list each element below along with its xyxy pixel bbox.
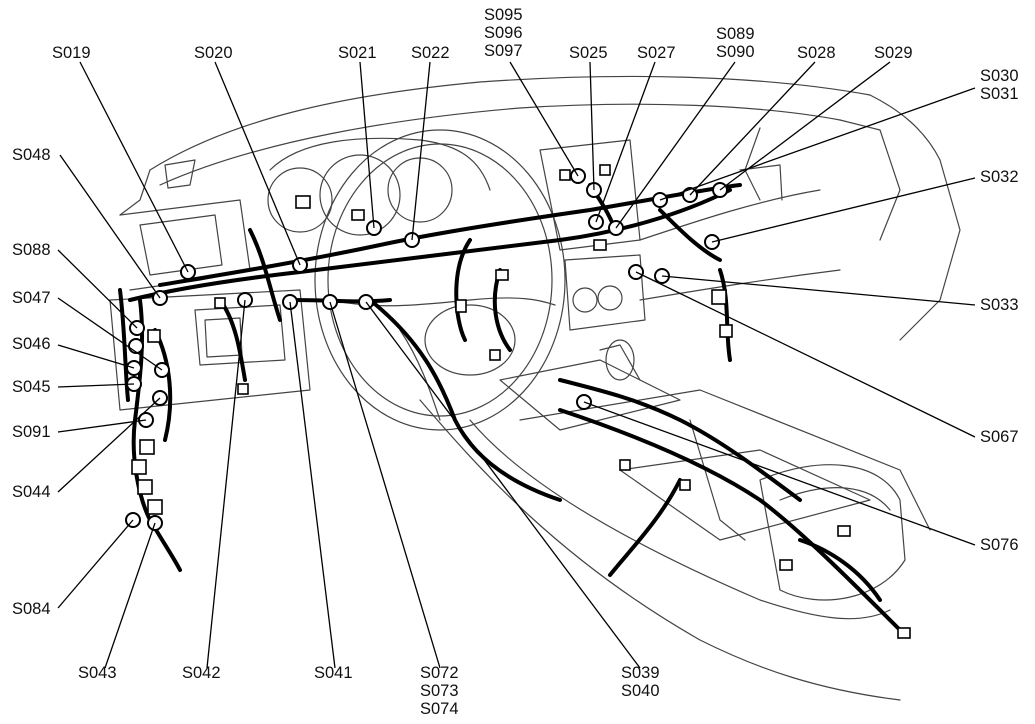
label-s072-s074: S072 S073 S074 xyxy=(420,664,459,718)
label-s041: S041 xyxy=(314,664,353,682)
label-s043: S043 xyxy=(78,664,117,682)
label-line: S072 xyxy=(420,664,459,682)
label-line: S031 xyxy=(980,85,1019,103)
label-line: S047 xyxy=(12,289,51,307)
label-s095-s097: S095 S096 S097 xyxy=(484,6,523,60)
label-s045: S045 xyxy=(12,378,51,396)
label-line: S040 xyxy=(621,682,660,700)
label-s089-s090: S089 S090 xyxy=(716,25,755,61)
label-s021: S021 xyxy=(338,44,377,62)
leader-lines xyxy=(57,61,976,669)
label-s030-s031: S030 S031 xyxy=(980,67,1019,103)
label-s022: S022 xyxy=(411,44,450,62)
label-line: S096 xyxy=(484,24,523,42)
label-line: S032 xyxy=(980,168,1019,186)
label-s067: S067 xyxy=(980,428,1019,446)
label-s032: S032 xyxy=(980,168,1019,186)
label-line: S076 xyxy=(980,536,1019,554)
label-line: S020 xyxy=(194,44,233,62)
label-line: S027 xyxy=(637,44,676,62)
label-line: S074 xyxy=(420,700,459,718)
label-s025: S025 xyxy=(569,44,608,62)
label-line: S048 xyxy=(12,146,51,164)
label-s091: S091 xyxy=(12,423,51,441)
harness-wires xyxy=(118,183,902,632)
label-s042: S042 xyxy=(182,664,221,682)
label-s047: S047 xyxy=(12,289,51,307)
label-s033: S033 xyxy=(980,296,1019,314)
label-line: S022 xyxy=(411,44,450,62)
label-s088: S088 xyxy=(12,241,51,259)
label-line: S046 xyxy=(12,335,51,353)
label-s020: S020 xyxy=(194,44,233,62)
label-line: S028 xyxy=(797,44,836,62)
label-line: S067 xyxy=(980,428,1019,446)
label-line: S025 xyxy=(569,44,608,62)
label-line: S091 xyxy=(12,423,51,441)
label-s027: S027 xyxy=(637,44,676,62)
label-line: S073 xyxy=(420,682,459,700)
label-line: S021 xyxy=(338,44,377,62)
label-s084: S084 xyxy=(12,600,51,618)
label-s048: S048 xyxy=(12,146,51,164)
label-line: S045 xyxy=(12,378,51,396)
label-s039-s040: S039 S040 xyxy=(621,664,660,700)
label-line: S095 xyxy=(484,6,523,24)
label-line: S019 xyxy=(52,44,91,62)
label-line: S097 xyxy=(484,42,523,60)
label-line: S033 xyxy=(980,296,1019,314)
label-line: S090 xyxy=(716,43,755,61)
label-s028: S028 xyxy=(797,44,836,62)
label-s029: S029 xyxy=(874,44,913,62)
label-line: S041 xyxy=(314,664,353,682)
label-line: S088 xyxy=(12,241,51,259)
label-line: S089 xyxy=(716,25,755,43)
label-line: S084 xyxy=(12,600,51,618)
label-s019: S019 xyxy=(52,44,91,62)
label-line: S043 xyxy=(78,664,117,682)
label-line: S044 xyxy=(12,483,51,501)
label-line: S029 xyxy=(874,44,913,62)
label-s076: S076 xyxy=(980,536,1019,554)
label-line: S042 xyxy=(182,664,221,682)
label-s044: S044 xyxy=(12,483,51,501)
label-line: S039 xyxy=(621,664,660,682)
label-line: S030 xyxy=(980,67,1019,85)
label-s046: S046 xyxy=(12,335,51,353)
connectors xyxy=(131,164,911,639)
